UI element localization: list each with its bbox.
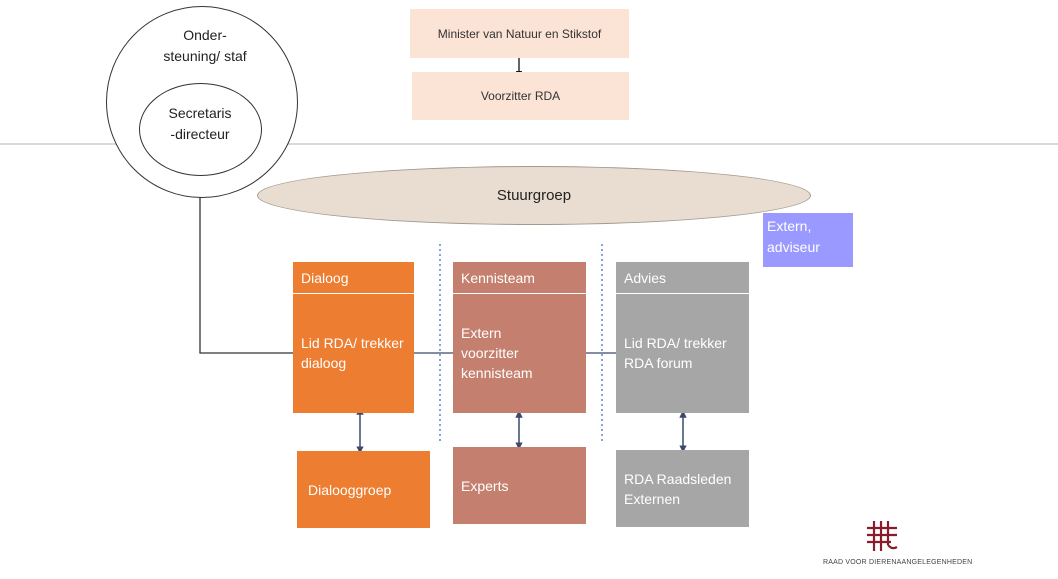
staff-connector-line bbox=[199, 195, 293, 354]
rda-logo-text: RAAD VOOR DIERENAANGELEGENHEDEN bbox=[823, 559, 973, 566]
minister-box: Minister van Natuur en Stikstof bbox=[410, 9, 629, 58]
advies-column: Advies Lid RDA/ trekker RDA forum bbox=[616, 262, 749, 413]
stuurgroep-ellipse: Stuurgroep bbox=[257, 166, 811, 225]
voorzitter-rda-box: Voorzitter RDA bbox=[412, 72, 629, 120]
experts-box: Experts bbox=[453, 447, 586, 524]
secretaris-directeur-circle bbox=[139, 83, 262, 176]
section-divider-line bbox=[0, 143, 1058, 145]
secretaris-directeur-label: Secretaris -directeur bbox=[168, 105, 232, 142]
rda-logo-icon bbox=[867, 521, 898, 551]
advies-header: Advies bbox=[616, 262, 749, 294]
kennisteam-body: Extern voorzitter kennisteam bbox=[461, 325, 533, 381]
support-staff-label: Onder- steuning/ staf bbox=[163, 27, 247, 64]
extern-adviseur-box: Extern, adviseur bbox=[763, 213, 853, 267]
dialoog-header: Dialoog bbox=[293, 262, 414, 294]
dialoog-column: Dialoog Lid RDA/ trekker dialoog bbox=[293, 262, 414, 413]
kennisteam-header: Kennisteam bbox=[453, 262, 586, 294]
kennisteam-column: Kennisteam Extern voorzitter kennisteam bbox=[453, 262, 586, 413]
advies-body: Lid RDA/ trekker RDA forum bbox=[624, 335, 727, 371]
dialooggroep-box: Dialooggroep bbox=[297, 451, 430, 528]
dialoog-body: Lid RDA/ trekker dialoog bbox=[301, 335, 404, 371]
rda-raadsleden-box: RDA Raadsleden Externen bbox=[616, 450, 749, 527]
